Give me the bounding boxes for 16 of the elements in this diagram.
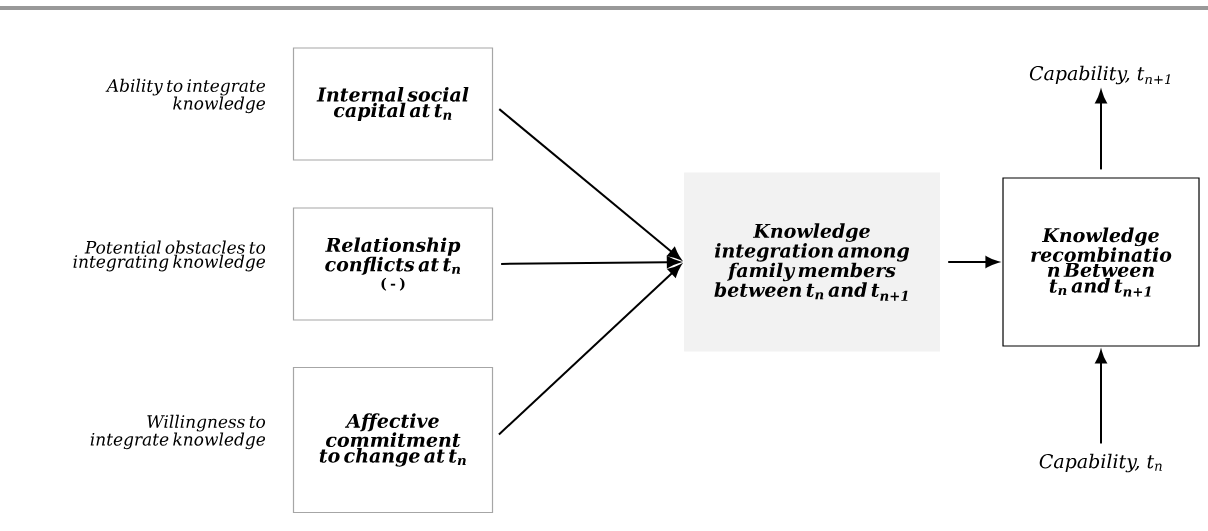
side-label: Willingness to integrate knowledge [90, 414, 266, 450]
arrow [497, 264, 682, 436]
concept-box: Knowledge recombinatio n Between t$_{n}$ and t$_{n+1}$ [1002, 177, 1200, 347]
concept-box: Internal social capital at t$_{n}$ [292, 47, 494, 161]
concept-box: Affective commitment to change at t$_{n}$ [292, 366, 494, 514]
capability-label: Capability, t$_{n+1}$ [1029, 65, 1170, 85]
arrow [1095, 90, 1107, 171]
capability-label: Capability, t$_{n}$ [1039, 453, 1162, 473]
concept-box: Relationship conflicts at t$_{n}$ ( - ) [292, 207, 494, 321]
side-label: Ability to integrate knowledge [105, 78, 266, 114]
arrow [500, 256, 680, 268]
arrow [1095, 350, 1107, 445]
concept-box: Knowledge integration among family members between t$_{n}$ and t$_{n+1}$ [684, 172, 940, 352]
side-label: Potential obstacles to integrating knowledge [73, 240, 266, 272]
arrow [498, 108, 682, 260]
arrow [947, 256, 999, 268]
